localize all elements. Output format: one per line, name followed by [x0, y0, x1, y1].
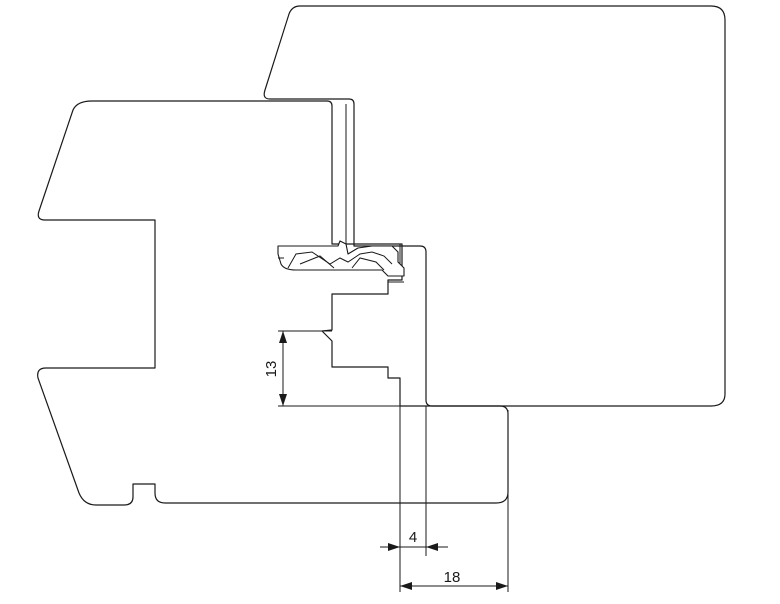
dimension-18: 18 [399, 410, 509, 592]
dim-18-label: 18 [444, 569, 461, 586]
dim-4-label: 4 [409, 529, 417, 546]
frame-profile [37, 100, 509, 506]
sash-profile [263, 5, 726, 407]
dimension-13: 13 [263, 330, 400, 407]
dim-13-label: 13 [263, 361, 280, 378]
dimension-4: 4 [380, 406, 448, 556]
gasket-seal [277, 240, 405, 283]
